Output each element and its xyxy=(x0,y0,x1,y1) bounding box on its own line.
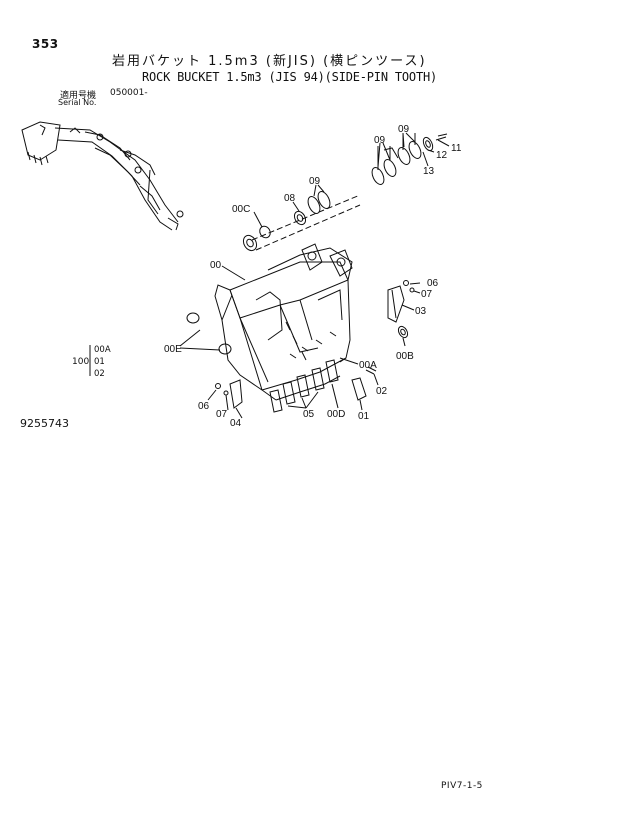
part-label: 00 xyxy=(210,260,222,271)
part-label: 02 xyxy=(376,386,388,397)
part-label: 00B xyxy=(396,351,414,362)
bucket-teeth-group xyxy=(269,331,367,413)
part-label: 08 xyxy=(284,193,296,204)
link-pin-group xyxy=(371,133,448,185)
part-label: 06 xyxy=(427,278,439,289)
quantity-item: 01 xyxy=(94,357,105,367)
part-label: 04 xyxy=(230,418,242,429)
page-title-japanese: 岩用バケット 1.5m3 (新JIS) (横ピンツース) xyxy=(112,54,427,69)
small-hardware-group xyxy=(186,280,415,396)
serial-value: 050001- xyxy=(110,88,148,98)
serial-label-japanese: 適用号機 xyxy=(60,91,97,101)
leader-lines xyxy=(179,132,450,419)
part-label: 00E xyxy=(164,344,182,355)
quantity-value: 100 xyxy=(72,357,90,367)
excavator-arm-overview xyxy=(21,121,184,231)
drawing-number: 9255743 xyxy=(20,417,69,430)
part-label: 01 xyxy=(358,411,370,422)
part-label: 07 xyxy=(216,409,228,420)
bucket-body xyxy=(214,243,353,401)
bushing-washer-group xyxy=(242,191,361,252)
serial-label-english: Serial No. xyxy=(58,98,97,107)
footer-code: PIV7-1-5 xyxy=(441,781,483,791)
part-labels: 09 09 11 12 13 09 08 00C 00 06 07 03 00B… xyxy=(164,124,462,429)
part-label: 00C xyxy=(232,204,250,215)
part-label: 00A xyxy=(359,360,377,371)
part-label: 11 xyxy=(451,143,462,154)
page-title-english: ROCK BUCKET 1.5m3 (JIS 94)(SIDE-PIN TOOT… xyxy=(142,70,438,84)
quantity-item: 02 xyxy=(94,369,105,379)
part-label: 07 xyxy=(421,289,433,300)
part-label: 12 xyxy=(436,150,448,161)
part-label: 09 xyxy=(398,124,410,135)
part-label: 13 xyxy=(423,166,435,177)
side-cutter-group xyxy=(229,285,409,409)
part-label: 05 xyxy=(303,409,315,420)
part-label: 00D xyxy=(327,409,345,420)
quantity-item: 00A xyxy=(94,345,111,355)
part-label: 09 xyxy=(309,176,321,187)
page-number: 353 xyxy=(32,37,59,51)
part-label: 06 xyxy=(198,401,210,412)
part-label: 03 xyxy=(415,306,427,317)
part-label: 09 xyxy=(374,135,386,146)
